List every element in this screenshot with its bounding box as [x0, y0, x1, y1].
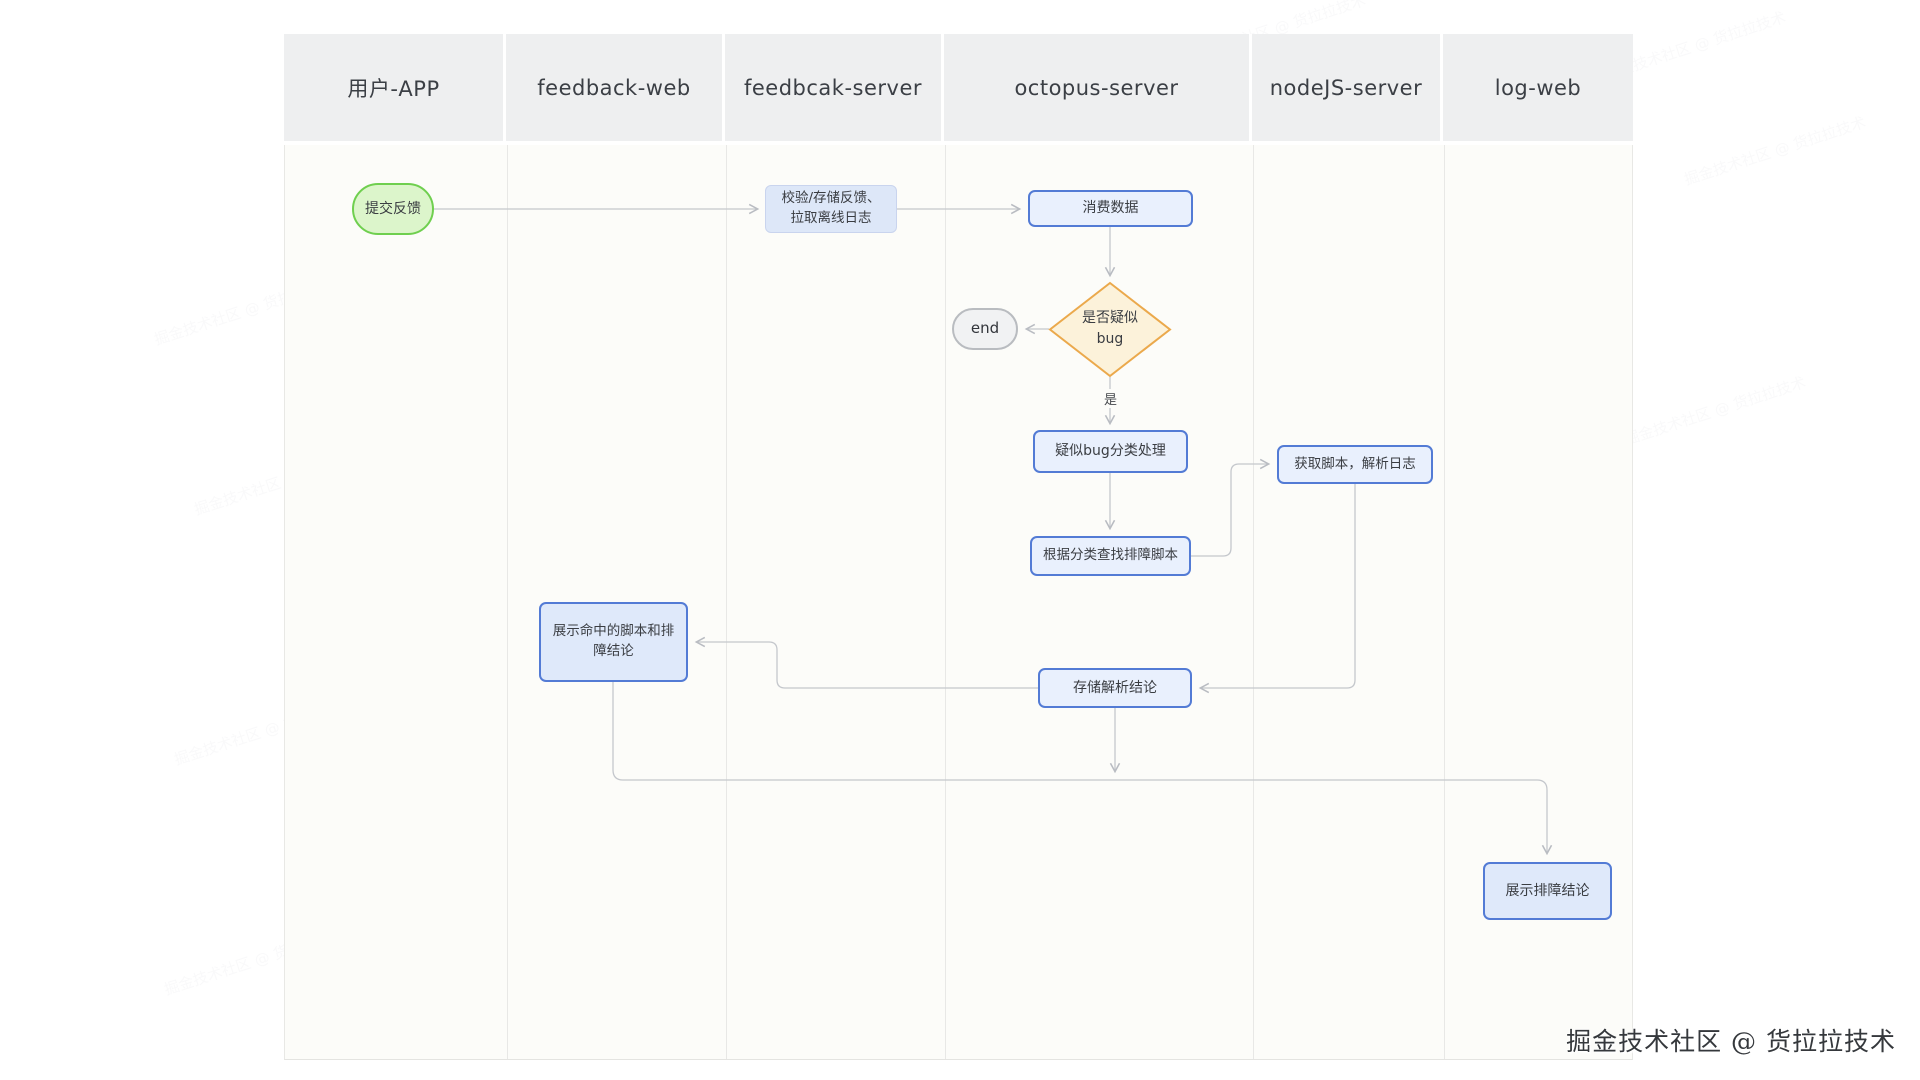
- process-node-consume-data: 消费数据: [1028, 190, 1193, 227]
- lane-header-octopus-server: octopus-server: [944, 34, 1252, 141]
- process-node-validate-store-feedback: 校验/存储反馈、 拉取离线日志: [765, 185, 897, 233]
- swimlane-diagram: 用户-APP feedback-web feedbcak-server octo…: [284, 34, 1633, 1060]
- end-node: end: [952, 308, 1018, 350]
- lane-header-user-app: 用户-APP: [284, 34, 506, 141]
- decision-label-suspected-bug: 是否疑似 bug: [1082, 310, 1138, 347]
- process-node-show-matched-script: 展示命中的脚本和排 障结论: [539, 602, 688, 682]
- lane-header-log-web: log-web: [1443, 34, 1633, 141]
- lane-header-nodejs-server: nodeJS-server: [1252, 34, 1443, 141]
- lane-divider: [945, 145, 946, 1059]
- lane-divider: [1444, 145, 1445, 1059]
- lane-divider: [507, 145, 508, 1059]
- lane-header-feedback-web: feedback-web: [506, 34, 725, 141]
- lane-body-area: [284, 145, 1633, 1060]
- decision-branch-yes-label: 是: [1098, 389, 1123, 408]
- process-node-get-script-parse-log: 获取脚本，解析日志: [1277, 445, 1433, 484]
- process-node-find-troubleshoot-script: 根据分类查找排障脚本: [1030, 536, 1191, 576]
- lane-header-feedback-server: feedbcak-server: [725, 34, 944, 141]
- faint-watermark: 掘金技术社区 @ 货拉拉技术: [1622, 373, 1808, 449]
- process-node-classify-suspected-bug: 疑似bug分类处理: [1033, 430, 1188, 473]
- process-node-show-troubleshoot-conclusion: 展示排障结论: [1483, 862, 1612, 920]
- site-watermark: 掘金技术社区 @ 货拉拉技术: [1566, 1027, 1896, 1056]
- lane-divider: [1253, 145, 1254, 1059]
- start-node-submit-feedback: 提交反馈: [352, 183, 434, 235]
- lane-header-row: 用户-APP feedback-web feedbcak-server octo…: [284, 34, 1633, 141]
- process-node-store-parse-result: 存储解析结论: [1038, 668, 1192, 708]
- faint-watermark: 掘金技术社区 @ 货拉拉技术: [1682, 113, 1868, 189]
- lane-divider: [726, 145, 727, 1059]
